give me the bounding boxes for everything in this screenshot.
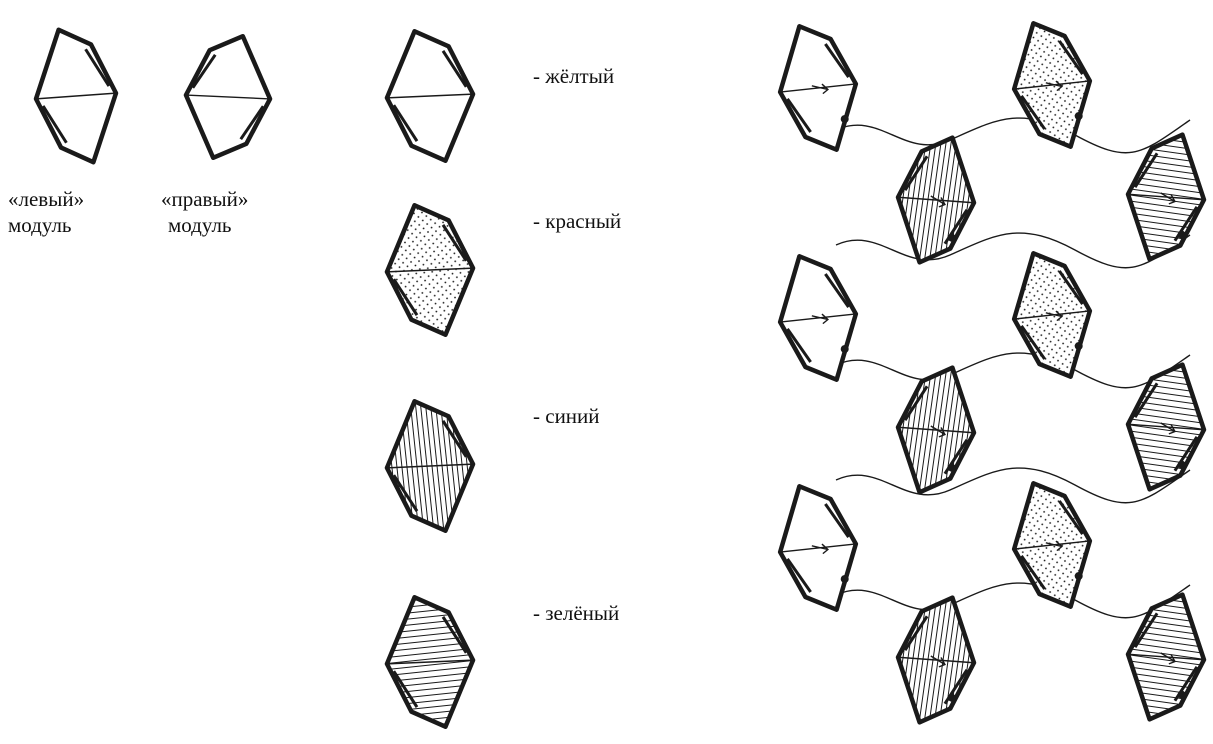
right-module-sample — [180, 31, 277, 163]
right-module-caption-line2: модуль — [168, 212, 232, 238]
assembly-module-c2-r2 — [889, 361, 982, 498]
assembly-module-c1-r3 — [769, 478, 866, 617]
left-module-caption-line1: «левый» — [8, 186, 84, 212]
assembly-module-c3-r2 — [1003, 245, 1100, 384]
legend-label-blue: - синий — [533, 403, 600, 429]
left-module-sample — [27, 23, 125, 169]
legend-swatch-green — [380, 592, 479, 732]
legend-swatch-blue — [380, 396, 479, 536]
legend-swatch-red — [380, 200, 479, 340]
legend-label-green: - зелёный — [533, 600, 619, 626]
modules-layer — [27, 15, 1213, 732]
connection-thread-5 — [836, 583, 1190, 618]
assembly-module-c2-r3 — [889, 591, 982, 728]
legend-swatch-yellow — [380, 26, 479, 166]
legend-label-yellow: - жёлтый — [533, 63, 614, 89]
connection-thread-2 — [836, 233, 1190, 268]
assembly-module-c4-r3 — [1119, 588, 1212, 725]
connection-thread-3 — [836, 353, 1190, 388]
assembly-module-c3-r1 — [1003, 15, 1100, 154]
assembly-module-c4-r1 — [1119, 128, 1212, 265]
left-module-caption-line2: модуль — [8, 212, 72, 238]
assembly-module-c3-r3 — [1003, 475, 1100, 614]
connection-thread-4 — [836, 468, 1190, 503]
assembly-module-c1-r1 — [769, 18, 866, 157]
assembly-module-c1-r2 — [769, 248, 866, 387]
assembly-module-c2-r1 — [889, 131, 982, 268]
right-module-caption-line1: «правый» — [161, 186, 248, 212]
assembly-module-c4-r2 — [1119, 358, 1212, 495]
connection-thread-1 — [836, 118, 1190, 153]
legend-label-red: - красный — [533, 208, 621, 234]
